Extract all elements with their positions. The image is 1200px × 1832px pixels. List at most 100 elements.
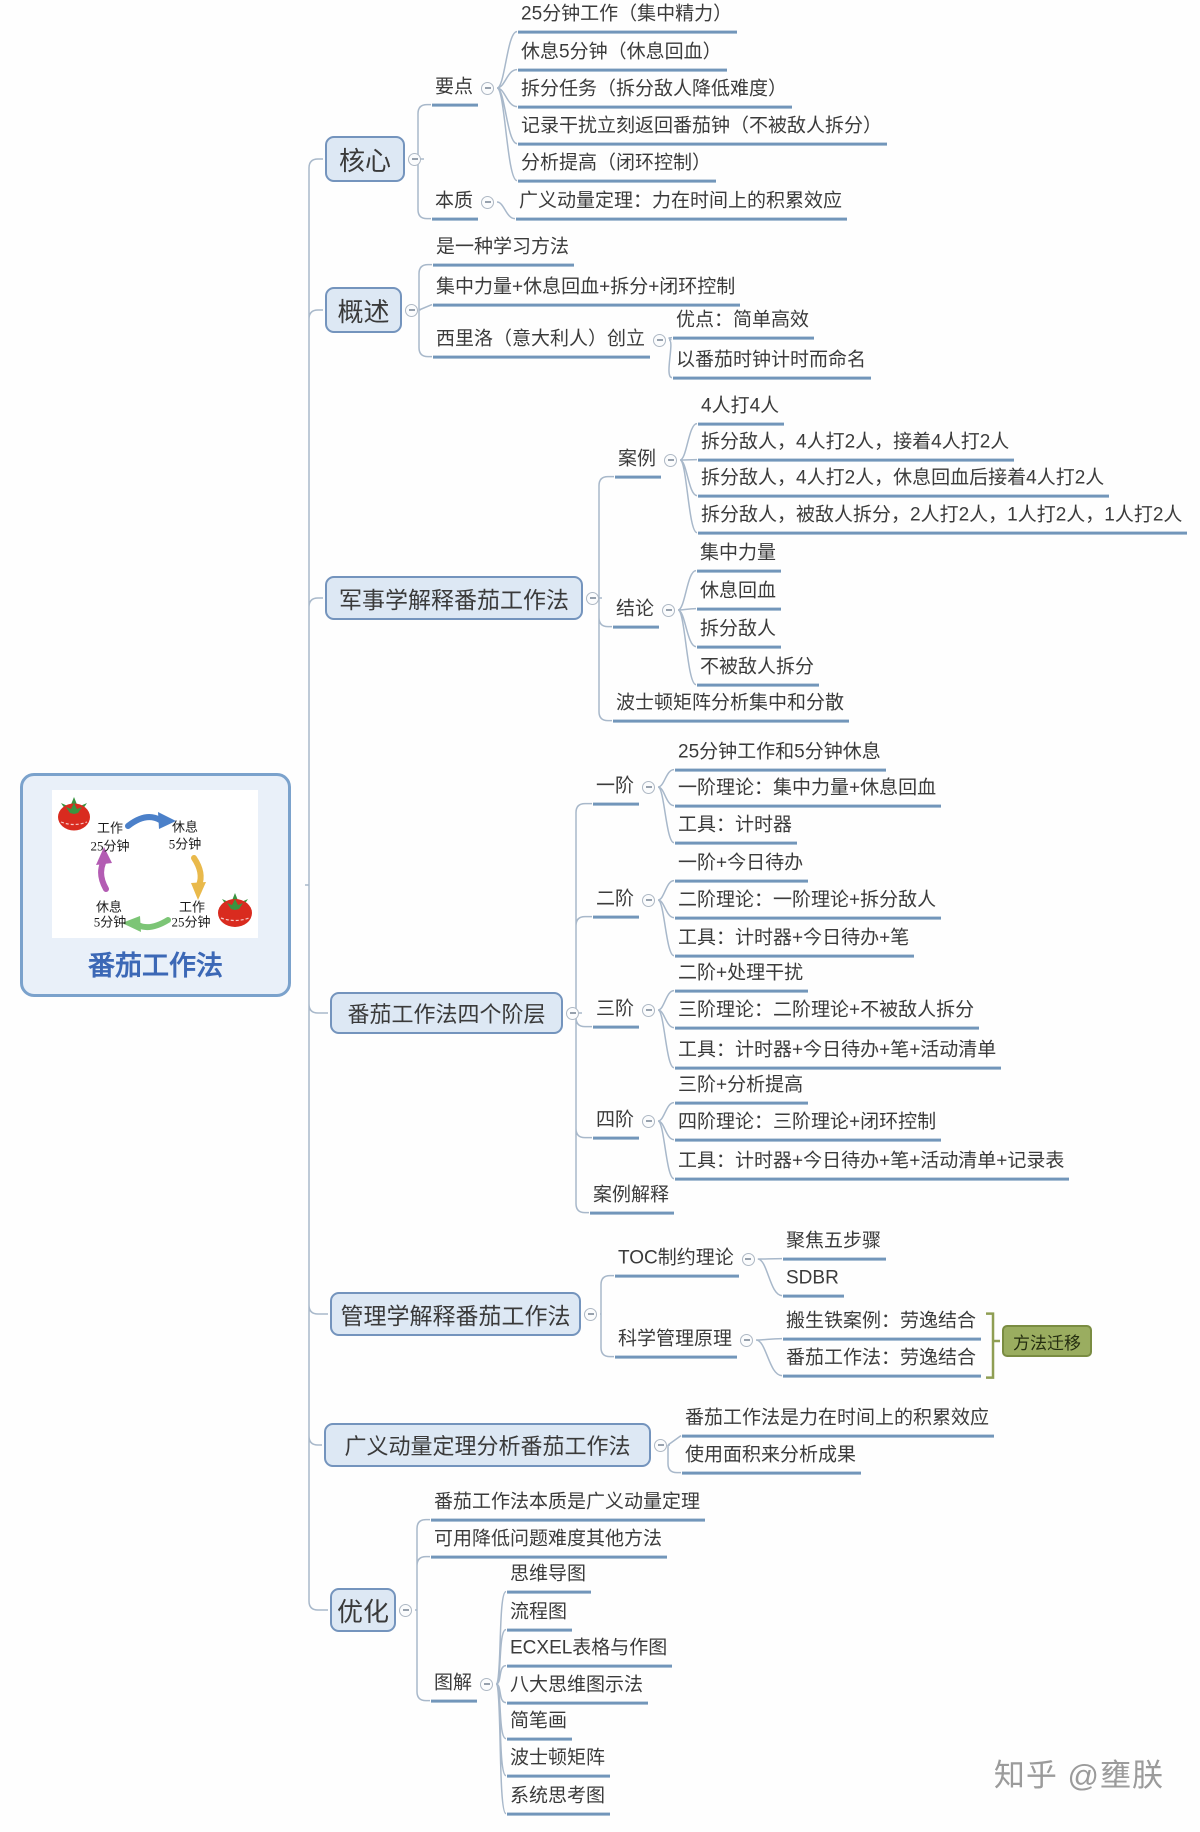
central-topic-title: 番茄工作法 [88, 951, 223, 981]
node-conclusion[interactable]: 结论 [613, 599, 660, 629]
node-case-4[interactable]: 拆分敌人，被敌人拆分，2人打2人，1人打2人，1人打2人 [698, 505, 1188, 535]
node-kp-2[interactable]: 休息5分钟（休息回血） [518, 42, 727, 72]
cycle-step-label: 工作 [96, 820, 124, 836]
node-case-1[interactable]: 4人打4人 [698, 396, 785, 426]
node-cases[interactable]: 案例 [615, 449, 662, 479]
node-s2-2[interactable]: 二阶理论：一阶理论+拆分敌人 [675, 890, 942, 920]
node-dia-3[interactable]: ECXEL表格与作图 [507, 1638, 673, 1668]
node-stage-2[interactable]: 二阶 [593, 889, 640, 919]
collapse-toggle[interactable] [654, 1438, 667, 1452]
node-boston[interactable]: 波士顿矩阵分析集中和分散 [613, 693, 850, 723]
node-gdm-2[interactable]: 使用面积来分析成果 [682, 1445, 862, 1475]
node-s4-1[interactable]: 三阶+分析提高 [675, 1075, 809, 1105]
node-case-2[interactable]: 拆分敌人，4人打2人，接着4人打2人 [698, 432, 1015, 462]
node-opt-1[interactable]: 番茄工作法本质是广义动量定理 [431, 1492, 706, 1522]
node-founder-1[interactable]: 优点：简单高效 [673, 310, 815, 340]
node-dia-2[interactable]: 流程图 [507, 1602, 573, 1632]
collapse-toggle[interactable] [481, 195, 495, 209]
node-sci-2[interactable]: 番茄工作法：劳逸结合 [783, 1348, 982, 1378]
node-case-3[interactable]: 拆分敌人，4人打2人，休息回血后接着4人打2人 [698, 468, 1110, 498]
cycle-step-label: 工作 [178, 899, 206, 915]
collapse-toggle[interactable] [642, 1003, 656, 1017]
collapse-toggle[interactable] [664, 453, 678, 467]
node-toc-2[interactable]: SDBR [783, 1268, 844, 1298]
node-scientific[interactable]: 科学管理原理 [615, 1329, 738, 1359]
collapse-toggle[interactable] [566, 1006, 579, 1020]
node-stage-4[interactable]: 四阶 [593, 1110, 640, 1140]
node-optimize[interactable]: 优化 [330, 1588, 396, 1632]
node-dia-5[interactable]: 简笔画 [507, 1711, 573, 1741]
collapse-toggle[interactable] [399, 1603, 412, 1617]
node-conc-4[interactable]: 不被敌人拆分 [697, 657, 820, 687]
node-gdm[interactable]: 广义动量定理分析番茄工作法 [324, 1423, 651, 1467]
collapse-toggle[interactable] [408, 152, 421, 166]
node-kp-4[interactable]: 记录干扰立刻返回番茄钟（不被敌人拆分） [518, 116, 888, 146]
node-s3-3[interactable]: 工具：计时器+今日待办+笔+活动清单 [675, 1040, 1002, 1070]
node-key-points[interactable]: 要点 [432, 77, 479, 107]
pomodoro-cycle-image: 工作 25分钟 休息 5分钟 休息 5分钟 工作 25分钟 [52, 790, 258, 938]
tomato-icon [218, 893, 252, 927]
collapse-toggle[interactable] [642, 780, 656, 794]
node-toc[interactable]: TOC制约理论 [615, 1248, 739, 1278]
node-essence-1[interactable]: 广义动量定理：力在时间上的积累效应 [516, 191, 848, 221]
node-transfer[interactable]: 方法迁移 [1002, 1325, 1092, 1357]
node-toc-1[interactable]: 聚焦五步骤 [783, 1231, 887, 1261]
node-s3-1[interactable]: 二阶+处理干扰 [675, 963, 809, 993]
collapse-toggle[interactable] [480, 1677, 494, 1691]
node-s2-1[interactable]: 一阶+今日待办 [675, 853, 809, 883]
node-conc-1[interactable]: 集中力量 [697, 543, 782, 573]
node-dia-7[interactable]: 系统思考图 [507, 1786, 611, 1816]
node-s1-2[interactable]: 一阶理论：集中力量+休息回血 [675, 778, 942, 808]
node-conc-3[interactable]: 拆分敌人 [697, 619, 782, 649]
node-kp-5[interactable]: 分析提高（闭环控制） [518, 153, 717, 183]
node-core[interactable]: 核心 [325, 136, 405, 182]
collapse-toggle[interactable] [586, 591, 599, 605]
node-s4-3[interactable]: 工具：计时器+今日待办+笔+活动清单+记录表 [675, 1151, 1070, 1181]
node-kp-3[interactable]: 拆分任务（拆分敌人降低难度） [518, 79, 793, 109]
central-topic-node[interactable]: 工作 25分钟 休息 5分钟 休息 5分钟 工作 25分钟 番茄工作法 [20, 773, 291, 997]
cycle-step-sub: 25分钟 [171, 914, 211, 930]
collapse-toggle[interactable] [642, 1114, 656, 1128]
tomato-icon [58, 797, 90, 831]
watermark-zhihu: 知乎 @壅朕 [993, 1758, 1164, 1793]
node-case-explain[interactable]: 案例解释 [590, 1185, 675, 1215]
node-conc-2[interactable]: 休息回血 [697, 581, 782, 611]
collapse-toggle[interactable] [653, 333, 667, 347]
node-dia-6[interactable]: 波士顿矩阵 [507, 1748, 611, 1778]
node-kp-1[interactable]: 25分钟工作（集中精力） [518, 4, 738, 34]
node-diagram[interactable]: 图解 [431, 1673, 478, 1703]
node-s2-3[interactable]: 工具：计时器+今日待办+笔 [675, 928, 915, 958]
node-dia-4[interactable]: 八大思维图示法 [507, 1675, 649, 1705]
node-ov-2[interactable]: 集中力量+休息回血+拆分+闭环控制 [433, 277, 741, 307]
node-gdm-1[interactable]: 番茄工作法是力在时间上的积累效应 [682, 1408, 995, 1438]
node-military[interactable]: 军事学解释番茄工作法 [325, 576, 583, 620]
collapse-toggle[interactable] [741, 1252, 755, 1266]
node-s4-2[interactable]: 四阶理论：三阶理论+闭环控制 [675, 1112, 942, 1142]
node-s1-1[interactable]: 25分钟工作和5分钟休息 [675, 742, 886, 772]
node-stage-3[interactable]: 三阶 [593, 999, 640, 1029]
collapse-toggle[interactable] [405, 303, 418, 317]
collapse-toggle[interactable] [642, 893, 656, 907]
collapse-toggle[interactable] [481, 81, 495, 95]
collapse-toggle[interactable] [662, 603, 676, 617]
cycle-arrow-down-icon [191, 855, 206, 900]
node-management[interactable]: 管理学解释番茄工作法 [330, 1292, 581, 1336]
cycle-step-label: 休息 [171, 819, 199, 835]
node-dia-1[interactable]: 思维导图 [507, 1564, 592, 1594]
node-founder[interactable]: 西里洛（意大利人）创立 [433, 329, 651, 359]
node-overview[interactable]: 概述 [325, 287, 402, 333]
node-opt-2[interactable]: 可用降低问题难度其他方法 [431, 1529, 668, 1559]
node-sci-1[interactable]: 搬生铁案例：劳逸结合 [783, 1311, 982, 1341]
node-ov-1[interactable]: 是一种学习方法 [433, 237, 575, 267]
node-essence[interactable]: 本质 [432, 191, 479, 221]
node-s3-2[interactable]: 三阶理论：二阶理论+不被敌人拆分 [675, 1000, 980, 1030]
node-s1-3[interactable]: 工具：计时器 [675, 815, 798, 845]
collapse-toggle[interactable] [584, 1307, 597, 1321]
cycle-step-label: 休息 [95, 899, 123, 915]
node-stage-1[interactable]: 一阶 [593, 776, 640, 806]
collapse-toggle[interactable] [740, 1333, 754, 1347]
node-founder-2[interactable]: 以番茄时钟计时而命名 [673, 350, 872, 380]
node-stages[interactable]: 番茄工作法四个阶层 [330, 992, 563, 1034]
